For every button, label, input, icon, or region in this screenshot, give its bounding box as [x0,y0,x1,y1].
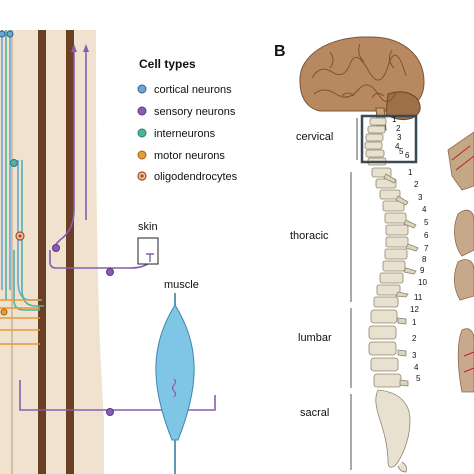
legend-label: motor neurons [154,150,225,162]
body-figure-cervical [447,131,474,191]
cervical-number: 5 [399,147,404,156]
panel-b: B [274,36,474,473]
lumbar-number: 4 [414,363,419,372]
motor-neuron-path [0,299,40,345]
legend-marker-sensory [137,106,147,116]
brain-gyri [311,43,407,102]
legend-label: cortical neurons [154,84,232,96]
vertebral-column [364,117,411,473]
lumbar-number: 2 [412,334,417,343]
lumbar-number: 1 [412,318,417,327]
grey-matter-band-left [38,30,46,474]
region-label-sacral: sacral [300,407,329,419]
lumbar-number: 3 [412,351,417,360]
thoracic-number: 2 [414,180,419,189]
cell-type-legend: Cell types cortical neurons sensory neur… [137,57,238,183]
legend-item: oligodendrocytes [137,171,238,183]
spinous-processes [383,173,419,387]
thoracic-number: 6 [424,231,429,240]
sensory-ganglion-lower [106,408,114,416]
legend-item: motor neurons [137,150,225,162]
legend-marker-interneuron [137,128,147,138]
legend-title: Cell types [139,57,196,71]
thoracic-number: 3 [418,193,423,202]
vertebra-numbers: 1 2 3 4 5 6 1 2 3 4 5 6 7 8 9 10 11 12 1… [392,115,429,383]
skin-box [137,237,159,265]
muscle-belly [155,304,195,441]
sensory-arrow-right [83,44,89,52]
thoracic-number: 1 [408,168,413,177]
legend-label: interneurons [154,128,216,140]
muscle-label: muscle [164,279,199,291]
sensory-ganglion-upper [106,268,114,276]
sensory-neuron-cell [52,244,60,252]
muscle-spindle [171,378,177,398]
cortical-neuron-top-right [6,30,14,38]
skin-label: skin [138,221,158,233]
thoracic-number: 11 [414,293,423,302]
legend-marker-oligodendrocyte-nucleus [140,174,144,178]
region-label-thoracic: thoracic [290,230,329,242]
region-label-lumbar: lumbar [298,332,332,344]
thoracic-number: 7 [424,244,429,253]
legend-item: interneurons [137,128,216,140]
cervical-number: 2 [396,124,401,133]
thoracic-number: 9 [420,266,425,275]
body-figures [447,131,474,393]
skin-receptor-ending [146,253,154,262]
cervical-number: 4 [395,142,400,151]
region-label-cervical: cervical [296,131,333,143]
lumbar-number: 5 [416,374,421,383]
sensory-neuron-path [19,52,216,411]
cervical-number: 1 [392,115,397,124]
cervical-number: 3 [397,133,402,142]
panel-b-label: B [274,43,286,60]
legend-item: sensory neurons [137,106,236,118]
body-figure-lumbar [457,328,474,393]
cerebellum [385,91,421,120]
legend-marker-motor [137,150,147,160]
oligodendrocyte-nucleus [18,234,22,238]
legend-label: sensory neurons [154,106,236,118]
panel-a: Cell types cortical neurons sensory neur… [0,30,238,474]
thoracic-number: 10 [418,278,427,287]
body-figure-thoracic-lower [454,259,474,301]
body-figure-lumbar-detail [463,351,474,373]
cervical-highlight-box [360,114,418,164]
cervical-number: 6 [405,151,410,160]
cortical-neuron-top-left [0,30,6,38]
thoracic-number: 12 [410,305,419,314]
legend-item: cortical neurons [137,84,232,96]
thoracic-number: 8 [422,255,427,264]
legend-marker-cortical [137,84,147,94]
motor-neuron-cell [0,308,8,316]
thoracic-number: 5 [424,218,429,227]
body-figure-thoracic [454,209,474,257]
grey-matter-band-right [66,30,74,474]
interneuron-upper [10,159,18,167]
region-brackets [350,118,358,470]
legend-label: oligodendrocytes [154,171,238,183]
spinal-cord-section [0,30,104,474]
body-figure-cervical-detail [451,145,474,171]
thoracic-number: 4 [422,205,427,214]
sensory-arrow-left [71,44,77,52]
